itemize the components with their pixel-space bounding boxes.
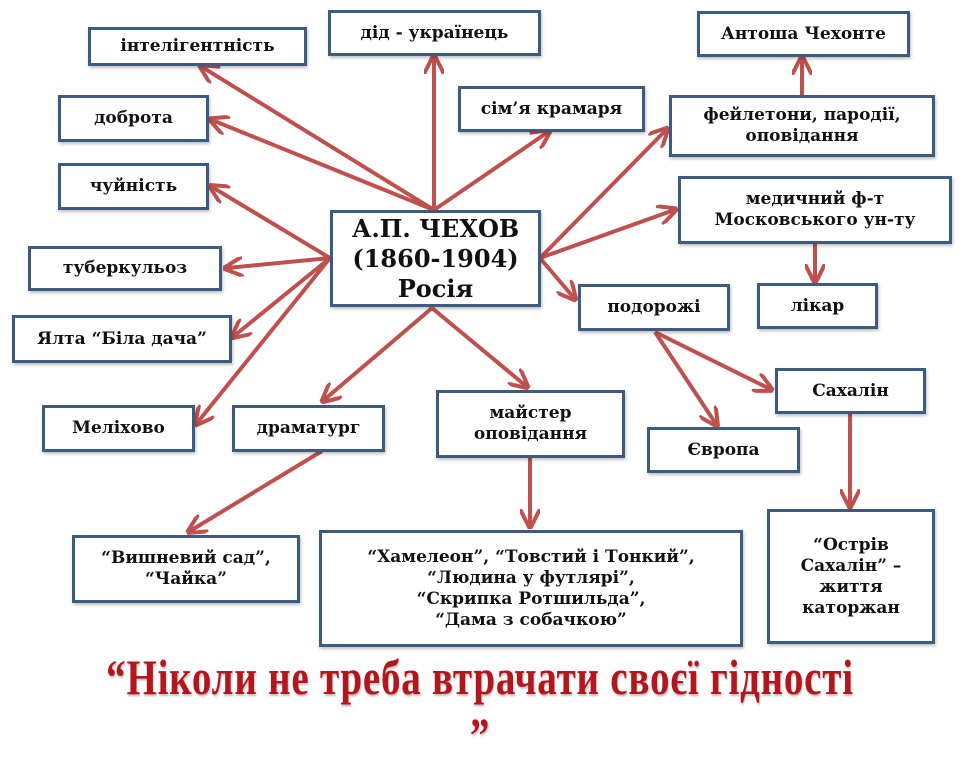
arrow-to-europe <box>653 330 716 424</box>
arrow-to-travels <box>538 256 574 298</box>
center-node-chekhov: А.П. ЧЕХОВ (1860-1904) Росія <box>330 210 541 307</box>
arrow-to-kindness <box>212 120 435 212</box>
arrow-to-intelligence <box>202 67 436 212</box>
node-tuberculosis: туберкульоз <box>28 246 222 291</box>
arrow-to-family <box>432 132 548 212</box>
arrow-to-plays <box>190 449 324 531</box>
node-sakhalin-book: “Острів Сахалін” – життя каторжан <box>767 509 935 644</box>
node-medical: медичний ф-т Московського ун-ту <box>678 176 952 244</box>
node-travels: подорожі <box>578 284 730 331</box>
node-melikhovo: Меліхово <box>42 405 195 452</box>
node-stories: “Хамелеон”, “Товстий і Тонкий”, “Людина … <box>319 530 743 647</box>
node-yalta: Ялта “Біла дача” <box>12 315 232 363</box>
arrow-to-melikhovo <box>197 256 332 423</box>
node-pseudonym: Антоша Чехонте <box>697 11 910 57</box>
arrow-to-yalta <box>234 256 332 336</box>
node-europe: Європа <box>647 427 800 473</box>
node-doctor: лікар <box>757 283 878 329</box>
node-sakhalin: Сахалін <box>775 368 926 414</box>
quote-text: “Ніколи не треба втрачати своєї гідності… <box>106 649 854 763</box>
arrow-to-storyteller <box>430 306 526 386</box>
node-kindness: доброта <box>58 95 209 142</box>
arrow-to-works-early <box>538 130 666 260</box>
node-plays: “Вишневий сад”, “Чайка” <box>72 535 300 603</box>
arrow-to-sensitivity <box>212 187 332 260</box>
arrow-to-medical <box>539 210 674 260</box>
node-works-early: фейлетони, пародії, оповідання <box>669 95 935 157</box>
arrow-to-sakhalin <box>654 330 770 389</box>
arrow-to-tuberculosis <box>227 256 331 268</box>
arrow-to-playwright <box>324 306 434 400</box>
node-sensitivity: чуйність <box>58 163 209 210</box>
node-family: сім’я крамаря <box>458 86 645 132</box>
arrows-layer <box>0 0 960 720</box>
node-storyteller: майстер оповідання <box>436 390 625 458</box>
node-playwright: драматург <box>232 405 385 452</box>
node-intelligence: інтелігентність <box>88 27 307 66</box>
node-grandfather: дід - українець <box>328 10 541 56</box>
